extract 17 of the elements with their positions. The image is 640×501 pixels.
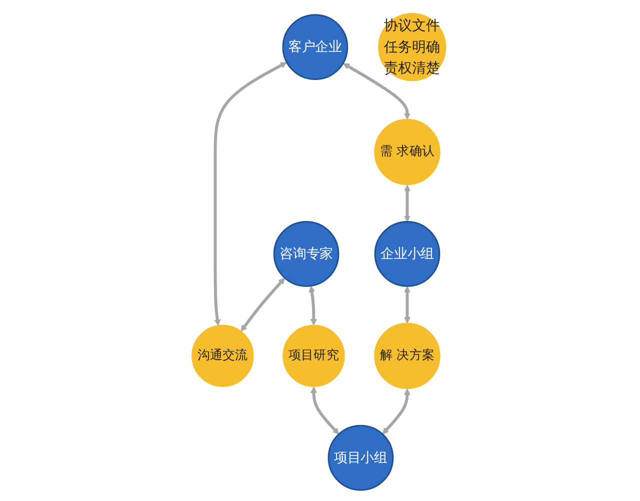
arrow bbox=[382, 388, 411, 434]
arrow bbox=[310, 386, 340, 434]
node-circle: 需 求确认 bbox=[374, 118, 441, 185]
node-circle: 咨询专家 bbox=[274, 220, 340, 286]
node-circle: 解 决方案 bbox=[374, 322, 441, 388]
arrow bbox=[241, 277, 286, 332]
node-circle: 协议文件任务明确责权清楚 bbox=[376, 10, 449, 83]
node-circle: 企业小组 bbox=[374, 220, 441, 286]
arrow bbox=[309, 285, 318, 325]
arrow bbox=[343, 62, 411, 120]
node-circle: 沟通交流 bbox=[192, 324, 254, 386]
arrow bbox=[404, 184, 411, 222]
arrow bbox=[404, 286, 411, 323]
node-circle: 客户企业 bbox=[282, 14, 348, 80]
node-circle: 项目研究 bbox=[282, 324, 346, 386]
arrow bbox=[214, 62, 288, 326]
node-circle: 项目小组 bbox=[328, 424, 394, 490]
